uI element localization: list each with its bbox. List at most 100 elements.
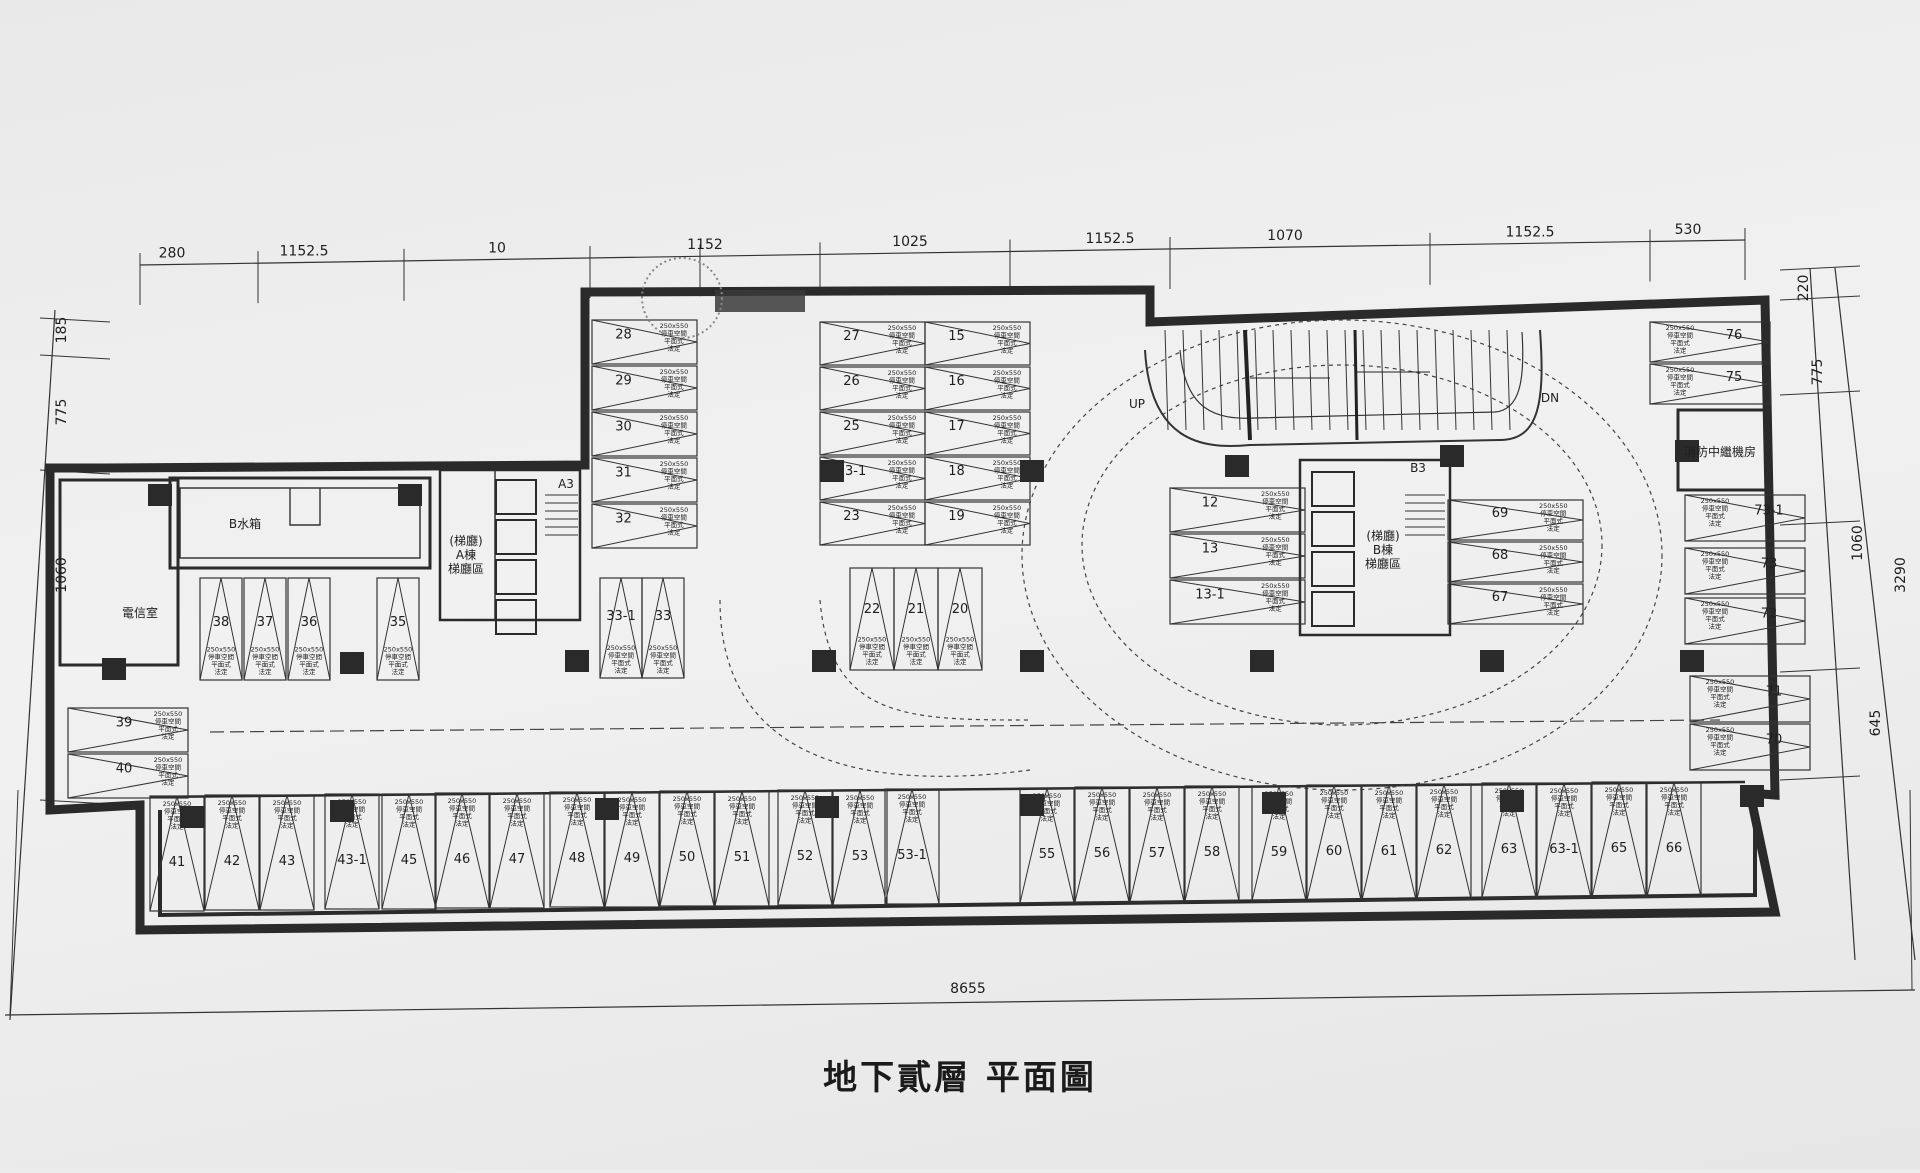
slot-number: 47 bbox=[509, 852, 526, 867]
slot-spec: 250x550 bbox=[888, 459, 917, 467]
dim-tick bbox=[39, 317, 111, 323]
slot-number: 70 bbox=[1766, 732, 1783, 747]
ramp-divider bbox=[1353, 329, 1359, 441]
slot-spec: 停車空間 bbox=[164, 807, 190, 816]
slot-spec: 平面式 bbox=[997, 383, 1017, 392]
column bbox=[1020, 460, 1044, 482]
slot-number: 45 bbox=[401, 853, 418, 868]
slot-number: 62 bbox=[1436, 843, 1453, 858]
slot-spec: 平面式 bbox=[664, 474, 684, 483]
dim-label-top: 280 bbox=[159, 246, 186, 262]
slot-spec: 停車空間 bbox=[661, 421, 687, 430]
slot-spec: 停車空間 bbox=[661, 375, 687, 384]
slot-spec: 250x550 bbox=[1701, 497, 1730, 505]
slot-spec: 250x550 bbox=[888, 369, 917, 377]
slot-number: 33 bbox=[655, 609, 672, 624]
slot-diagonal bbox=[149, 795, 205, 912]
slot-spec: 250x550 bbox=[1261, 582, 1290, 590]
dim-line-left bbox=[9, 309, 56, 1021]
stair-a-label-line: A棟 bbox=[456, 547, 476, 562]
slot-diagonal bbox=[1169, 533, 1306, 579]
slot-spec: 法定 bbox=[1709, 519, 1723, 528]
elevator-a bbox=[495, 559, 537, 595]
slot-spec: 250x550 bbox=[1143, 791, 1172, 799]
slot-number: 22 bbox=[864, 602, 881, 617]
slot-spec: 法定 bbox=[667, 390, 681, 399]
elevator-b bbox=[1311, 551, 1355, 587]
slot-number: 50 bbox=[679, 850, 696, 865]
slot-spec: 法定 bbox=[1503, 809, 1517, 818]
slot-spec: 法定 bbox=[1151, 813, 1165, 822]
slot-number: 12 bbox=[1202, 495, 1219, 510]
ramp-curve-left bbox=[719, 599, 1031, 777]
ramp-step bbox=[1254, 329, 1259, 431]
slot-diagonal bbox=[1447, 583, 1584, 625]
slot-diagonal bbox=[832, 789, 888, 906]
slot-number: 18 bbox=[948, 464, 965, 479]
slot-spec: 停車空間 bbox=[899, 800, 925, 809]
slot-spec: 停車空間 bbox=[889, 421, 915, 430]
slot-spec: 法定 bbox=[215, 667, 229, 676]
dim-line-bottom bbox=[4, 989, 1916, 1016]
slot-diagonal bbox=[604, 791, 660, 908]
slot-spec: 法定 bbox=[1709, 572, 1723, 581]
dim-label-left: 775 bbox=[54, 399, 70, 426]
slot-number: 57 bbox=[1149, 846, 1166, 861]
slot-diagonal bbox=[259, 794, 315, 911]
slot-number: 72 bbox=[1761, 606, 1778, 621]
slot-number: 61 bbox=[1381, 844, 1398, 859]
slot-spec: 法定 bbox=[392, 667, 406, 676]
slot-spec: 平面式 bbox=[277, 813, 297, 822]
slot-spec: 停車空間 bbox=[947, 642, 973, 651]
slot-spec: 250x550 bbox=[154, 710, 183, 718]
slot-diagonal bbox=[1447, 499, 1584, 541]
slot-diagonal bbox=[324, 793, 380, 910]
drive-aisle-centerline bbox=[209, 719, 1721, 733]
slot-spec: 250x550 bbox=[207, 645, 236, 653]
slot-spec: 250x550 bbox=[1550, 787, 1579, 795]
dim-label-top: 530 bbox=[1675, 222, 1702, 238]
slot-spec: 250x550 bbox=[993, 369, 1022, 377]
column bbox=[1675, 440, 1699, 462]
slot-spec: 平面式 bbox=[1324, 803, 1344, 812]
slot-spec: 250x550 bbox=[1261, 490, 1290, 498]
ramp-step bbox=[1290, 329, 1295, 431]
slot-spec: 250x550 bbox=[946, 635, 975, 643]
slot-spec: 停車空間 bbox=[661, 467, 687, 476]
slot-spec: 法定 bbox=[571, 818, 585, 827]
slot-spec: 停車空間 bbox=[155, 717, 181, 726]
slot-spec: 250x550 bbox=[395, 798, 424, 806]
dim-label-right: 3290 bbox=[1893, 557, 1909, 593]
slot-diagonal bbox=[777, 789, 833, 906]
column bbox=[148, 484, 172, 506]
ramp-step bbox=[1236, 329, 1241, 431]
slot-spec: 法定 bbox=[346, 820, 360, 829]
ramp-step bbox=[1272, 329, 1277, 431]
slot-spec: 停車空間 bbox=[1667, 331, 1693, 340]
slot-spec: 停車空間 bbox=[1431, 795, 1457, 804]
stair-a-label-line: 梯廳區 bbox=[448, 561, 484, 576]
slot-diagonal bbox=[1074, 786, 1130, 903]
slot-number: 51 bbox=[734, 850, 751, 865]
ramp-step bbox=[1344, 329, 1349, 431]
water-tank-room bbox=[168, 476, 432, 570]
slot-spec: 法定 bbox=[906, 815, 920, 824]
slot-spec: 250x550 bbox=[649, 644, 678, 652]
slot-spec: 法定 bbox=[854, 816, 868, 825]
slot-diagonal bbox=[1169, 487, 1306, 533]
slot-spec: 法定 bbox=[162, 732, 176, 741]
